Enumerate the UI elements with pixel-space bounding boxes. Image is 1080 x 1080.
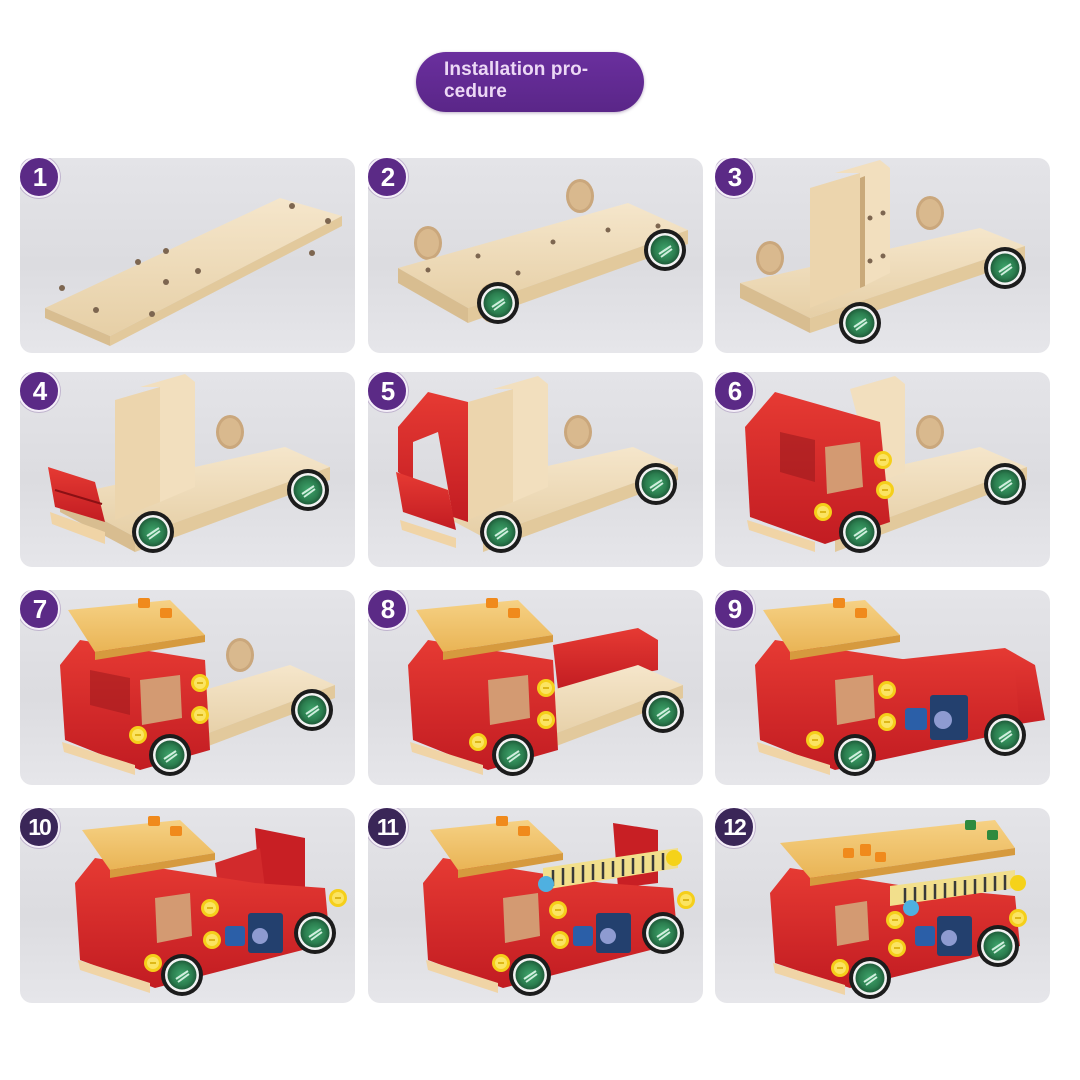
step-number-badge: 11 <box>368 808 408 848</box>
step-number-badge: 1 <box>20 158 60 198</box>
installation-procedure-title: Installation pro- cedure <box>416 52 644 112</box>
step-9-panel: 9 <box>715 590 1050 785</box>
step-number-badge: 12 <box>715 808 755 848</box>
rear-fender-image <box>408 598 685 777</box>
completed-fire-truck-image <box>770 820 1028 1000</box>
step-7-panel: 7 <box>20 590 355 785</box>
base-with-cab-back-image <box>740 160 1027 345</box>
ladder-attached-image <box>423 816 696 997</box>
roof-attached-image <box>60 598 335 777</box>
side-panel-image <box>755 598 1045 777</box>
step-4-panel: 4 <box>20 372 355 567</box>
step-10-panel: 10 <box>20 808 355 1003</box>
step-8-panel: 8 <box>368 590 703 785</box>
step-number-badge: 2 <box>368 158 408 198</box>
step-number-badge: 6 <box>715 372 755 412</box>
cab-sides-image <box>745 376 1027 554</box>
step-number-badge: 4 <box>20 372 60 412</box>
step-number-badge: 10 <box>20 808 60 848</box>
base-plate-image <box>45 198 342 346</box>
step-6-panel: 6 <box>715 372 1050 567</box>
step-number-badge: 3 <box>715 158 755 198</box>
cab-frame-image <box>396 376 678 554</box>
base-with-wheels-image <box>398 179 688 325</box>
step-3-panel: 3 <box>715 158 1050 353</box>
title-line-1: Installation pro- <box>444 59 589 80</box>
title-line-2: cedure <box>444 81 507 102</box>
step-number-badge: 9 <box>715 590 755 630</box>
step-number-badge: 8 <box>368 590 408 630</box>
step-11-panel: 11 <box>368 808 703 1003</box>
base-with-bumper-image <box>48 374 330 554</box>
step-2-panel: 2 <box>368 158 703 353</box>
step-number-badge: 7 <box>20 590 60 630</box>
step-1-panel: 1 <box>20 158 355 353</box>
step-12-panel: 12 <box>715 808 1050 1003</box>
rear-box-image <box>75 816 348 997</box>
step-number-badge: 5 <box>368 372 408 412</box>
step-5-panel: 5 <box>368 372 703 567</box>
